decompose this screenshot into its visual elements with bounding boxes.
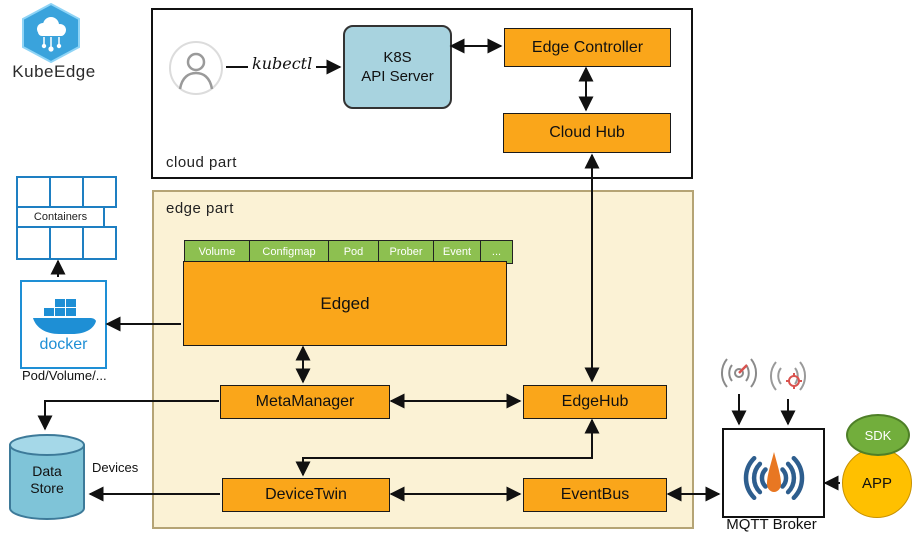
edge-controller-node: Edge Controller — [504, 28, 671, 67]
app-node: APP — [842, 448, 912, 518]
mqtt-broker-node — [722, 428, 825, 518]
cloud-part-label: cloud part — [166, 154, 237, 171]
sdk-node: SDK — [846, 414, 910, 456]
containers-label: Containers — [16, 206, 105, 228]
data-store-cylinder — [9, 434, 85, 520]
edged-tabs: Volume Configmap Pod Prober Event ... — [184, 240, 513, 264]
containers-grid: Containers — [16, 176, 117, 260]
user-icon — [169, 41, 223, 95]
kubeedge-logo-label: KubeEdge — [12, 62, 96, 81]
container-cell — [16, 176, 51, 208]
container-cell — [49, 176, 84, 208]
edge-hub-node: EdgeHub — [523, 385, 667, 419]
docker-whale-icon — [32, 299, 96, 334]
edge-part-label: edge part — [166, 200, 234, 217]
cloud-hub-node: Cloud Hub — [503, 113, 671, 153]
containers-row-top — [16, 176, 117, 208]
k8s-api-server-line2: API Server — [361, 68, 434, 85]
tab-volume: Volume — [184, 240, 250, 264]
container-cell — [82, 176, 117, 208]
device-twin-node: DeviceTwin — [222, 478, 390, 512]
meta-manager-node: MetaManager — [220, 385, 390, 419]
containers-row-bottom — [16, 226, 117, 260]
container-cell — [49, 226, 84, 260]
sensor-gear-icon — [769, 361, 807, 391]
devices-label: Devices — [92, 460, 139, 475]
mqtt-broker-label: MQTT Broker — [726, 516, 817, 533]
docker-label: docker — [39, 336, 88, 353]
container-cell — [82, 226, 117, 260]
kubeedge-logo-icon — [22, 3, 80, 63]
sensor-gauge-icon — [720, 358, 758, 388]
k8s-api-server-line1: K8S — [383, 49, 412, 66]
pod-volume-label: Pod/Volume/... — [22, 368, 107, 383]
tab-event: Event — [433, 240, 481, 264]
docker-node: docker — [20, 280, 107, 369]
tab-pod: Pod — [328, 240, 379, 264]
k8s-api-server-node: K8S API Server — [343, 25, 452, 109]
data-store-label: Data Store — [30, 463, 64, 496]
container-cell — [16, 226, 51, 260]
mqtt-signal-icon — [743, 452, 804, 501]
event-bus-node: EventBus — [523, 478, 667, 512]
tab-configmap: Configmap — [249, 240, 329, 264]
tab-more: ... — [480, 240, 513, 264]
kubectl-label: kubectl — [248, 54, 317, 73]
edged-node: Edged — [183, 261, 507, 346]
